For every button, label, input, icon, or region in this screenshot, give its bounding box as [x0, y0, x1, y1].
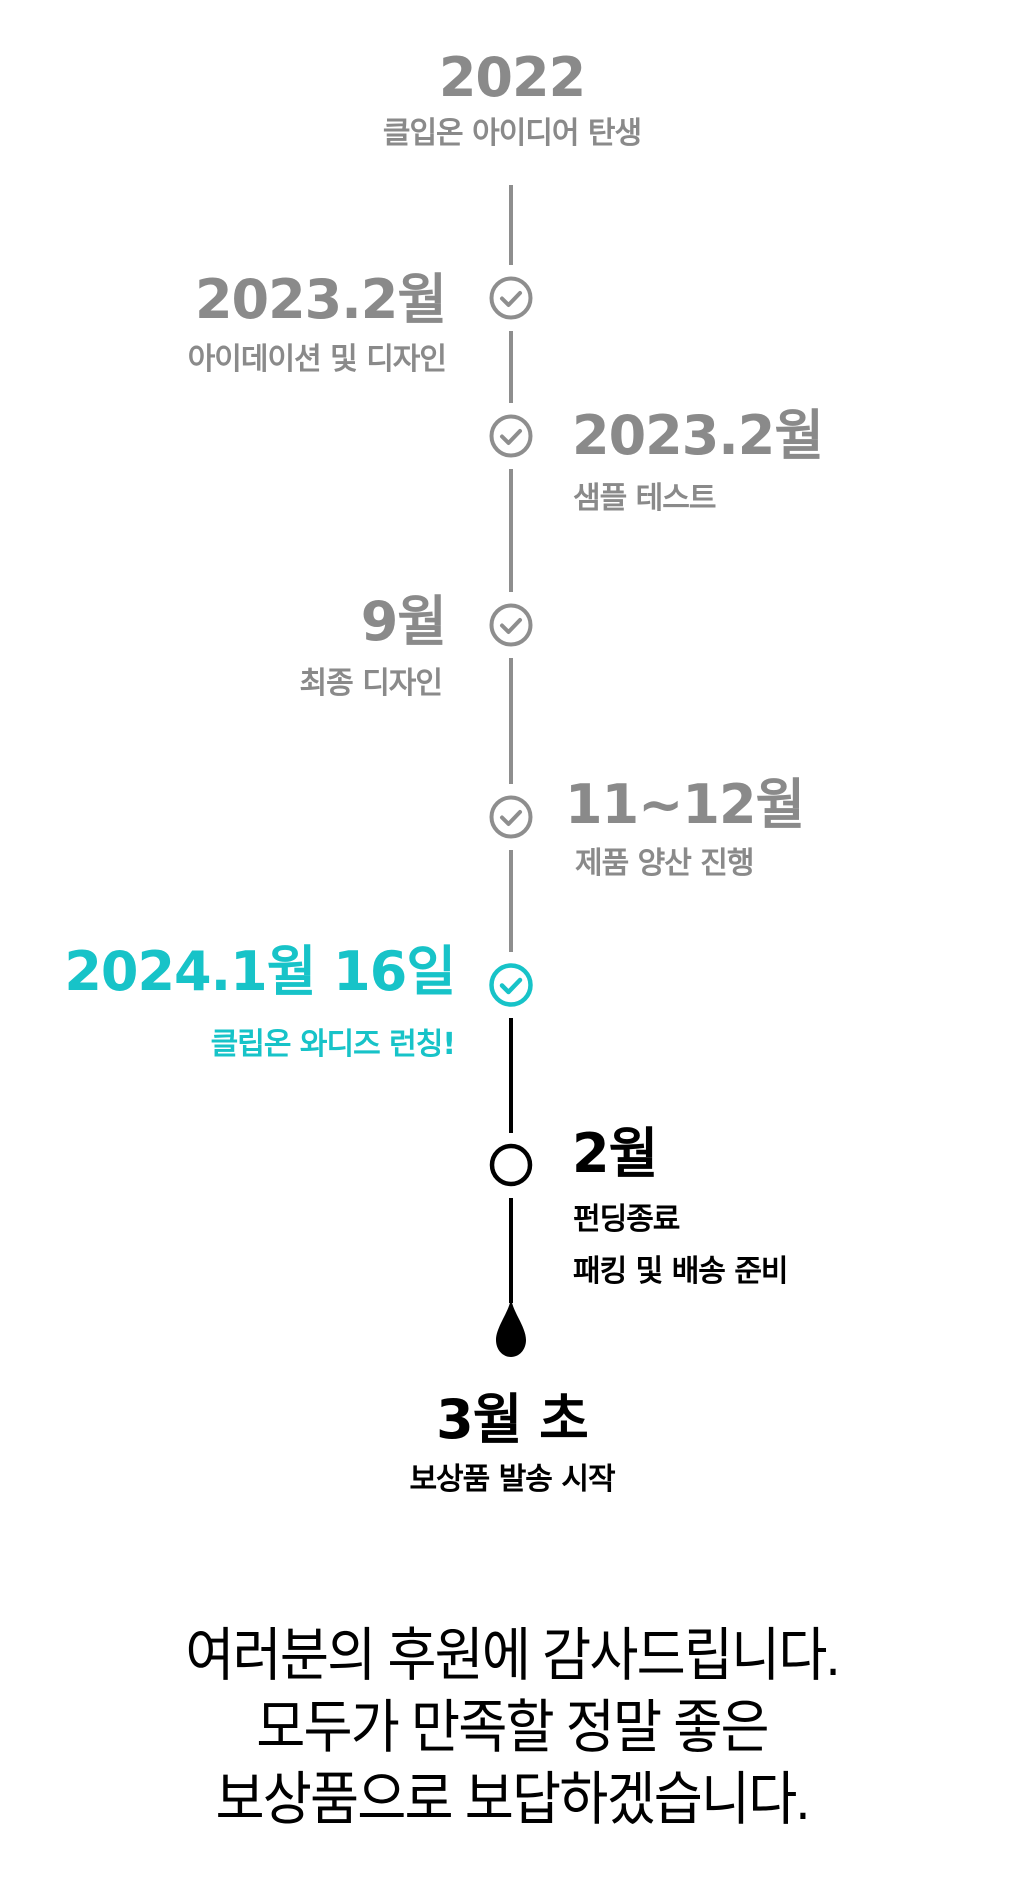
milestone-date: 11~12월 [565, 773, 805, 836]
timeline-line [509, 850, 513, 952]
timeline-line [509, 185, 513, 265]
check-circle-current-icon [489, 963, 533, 1007]
milestone-date-current: 2024.1월 16일 [64, 940, 456, 1003]
milestone-desc: 제품 양산 진행 [575, 846, 754, 881]
thank-you-line: 여러분의 후원에 감사드립니다. [185, 1623, 840, 1688]
check-circle-icon [489, 603, 533, 647]
milestone-date-upcoming: 2월 [572, 1122, 658, 1185]
milestone-desc-line: 펀딩종료 [573, 1202, 680, 1237]
timeline-line-future [509, 1198, 513, 1303]
thank-you-message: 여러분의 후원에 감사드립니다. 모두가 만족할 정말 좋은 보상품으로 보답하… [41, 1620, 983, 1836]
check-circle-icon [489, 795, 533, 839]
check-circle-icon [489, 414, 533, 458]
milestone-desc: 최종 디자인 [299, 666, 443, 701]
milestone-date: 2023.2월 [194, 268, 447, 331]
thank-you-line: 모두가 만족할 정말 좋은 [256, 1695, 769, 1760]
milestone-desc-final: 보상품 발송 시작 [409, 1462, 615, 1497]
milestone-desc-current: 클립온 와디즈 런칭! [210, 1027, 456, 1062]
milestone-date: 2022 [438, 46, 586, 109]
milestone-date: 2023.2월 [572, 404, 824, 467]
timeline-line-future [509, 1018, 513, 1133]
timeline-line [509, 469, 513, 592]
milestone-desc: 샘플 테스트 [573, 481, 716, 516]
milestone-date: 9월 [360, 590, 447, 653]
timeline-line [509, 658, 513, 784]
milestone-desc: 클입온 아이디어 탄생 [382, 116, 642, 151]
milestone-desc: 아이데이션 및 디자인 [187, 342, 447, 377]
milestone-date-final: 3월 초 [436, 1388, 589, 1451]
milestone-desc-line: 패킹 및 배송 준비 [573, 1254, 789, 1289]
timeline-line [509, 331, 513, 403]
check-circle-icon [489, 276, 533, 320]
open-circle-icon [489, 1143, 533, 1187]
drop-icon [496, 1296, 526, 1357]
thank-you-line: 보상품으로 보답하겠습니다. [215, 1767, 811, 1832]
